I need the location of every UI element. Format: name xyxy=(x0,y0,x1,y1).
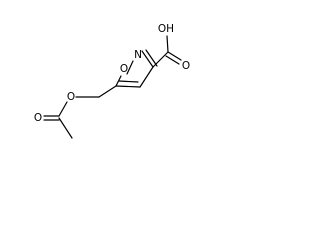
bond-c4-c5 xyxy=(115,85,141,88)
bond-c4-c5-double xyxy=(118,80,139,83)
bond-cooh-o-double-b xyxy=(165,55,180,65)
bond-ester-o-acyl-c xyxy=(58,101,68,117)
bond-c3-c4 xyxy=(139,66,154,88)
bond-n2-c3 xyxy=(141,50,154,68)
atom-label-layer: OH O N O O O xyxy=(34,23,190,124)
bond-o1-n2 xyxy=(126,60,134,75)
bond-n2-c3-double xyxy=(145,49,158,67)
bond-cooh-o-double-a xyxy=(167,51,182,61)
bond-c5-ch2 xyxy=(98,85,117,98)
atom-label-ring-o: O xyxy=(120,63,128,75)
structure-diagram: OH O N O O O xyxy=(34,23,190,139)
bond-c3-cooh xyxy=(152,51,169,68)
atom-label-carboxyl-o: O xyxy=(182,60,190,72)
bond-cooh-oh xyxy=(166,35,169,53)
bond-layer xyxy=(43,35,182,139)
bond-c5-o1 xyxy=(115,75,122,87)
atom-label-acetyl-o: O xyxy=(34,112,42,124)
atom-label-ring-n: N xyxy=(134,49,142,61)
bond-acyl-c-methyl xyxy=(58,117,73,139)
atom-label-ester-o: O xyxy=(67,91,75,103)
atom-label-carboxyl-oh: OH xyxy=(158,23,174,35)
